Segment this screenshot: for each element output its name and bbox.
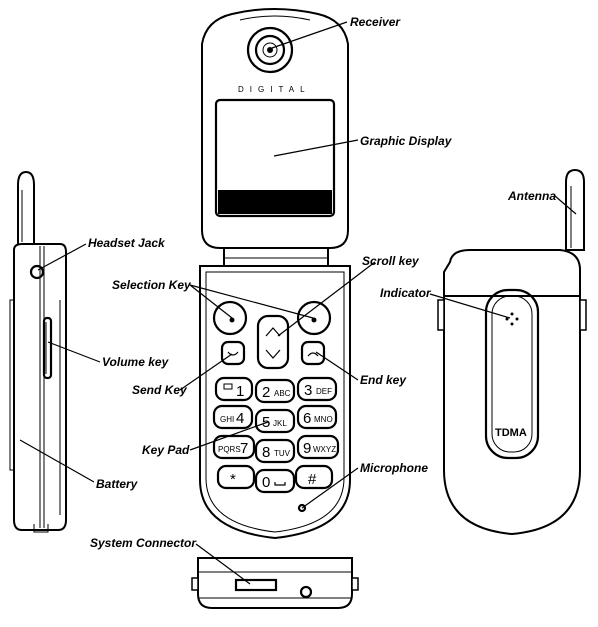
antenna <box>566 170 584 250</box>
closed-body <box>444 296 580 534</box>
label-receiver: Receiver <box>350 15 401 29</box>
label-selection-key: Selection Key <box>112 278 192 292</box>
key-7-label: 7 <box>240 440 248 457</box>
label-system-connector: System Connector <box>90 536 197 550</box>
side-view-left <box>10 172 66 532</box>
key-2-letters: ABC <box>274 389 291 398</box>
key-3-label: 3 <box>304 382 312 399</box>
key-4-letters: GHI <box>220 415 234 424</box>
key-star-label: * <box>230 471 236 488</box>
label-send-key: Send Key <box>132 383 188 397</box>
closed-phone-view: TDMA <box>438 170 586 534</box>
label-headset-jack: Headset Jack <box>88 236 166 250</box>
label-scroll-key: Scroll key <box>362 254 420 268</box>
key-2-label: 2 <box>262 384 270 401</box>
key-8-label: 8 <box>262 444 270 461</box>
key-4-label: 4 <box>236 410 244 427</box>
key-5-letters: JKL <box>273 419 287 428</box>
tdma-logo: TDMA <box>495 427 527 439</box>
closed-top <box>444 250 580 300</box>
bottom-view <box>192 558 358 608</box>
label-microphone: Microphone <box>360 461 428 475</box>
label-battery: Battery <box>96 477 139 491</box>
indicator-icon <box>511 313 514 316</box>
display-soft-bar <box>218 190 332 214</box>
side-antenna <box>18 172 34 245</box>
label-graphic-display: Graphic Display <box>360 134 453 148</box>
brand-label: DIGITAL <box>238 85 311 94</box>
label-key-pad: Key Pad <box>142 443 190 457</box>
key-hash-label: # <box>308 471 317 488</box>
key-0-label: 0 <box>262 474 270 491</box>
key-6-letters: MNO <box>314 415 333 424</box>
label-antenna: Antenna <box>507 189 556 203</box>
key-6-label: 6 <box>303 410 311 427</box>
label-indicator: Indicator <box>380 286 432 300</box>
label-volume-key: Volume key <box>102 355 170 369</box>
key-8-letters: TUV <box>274 449 291 458</box>
key-9-label: 9 <box>303 440 311 457</box>
label-end-key: End key <box>360 373 407 387</box>
key-9-letters: WXYZ <box>313 445 336 454</box>
open-phone-front: DIGITAL 1 2 ABC 3 <box>200 9 350 538</box>
key-7-letters: PQRS <box>218 445 241 454</box>
key-3-letters: DEF <box>316 387 332 396</box>
key-1-label: 1 <box>236 383 244 400</box>
